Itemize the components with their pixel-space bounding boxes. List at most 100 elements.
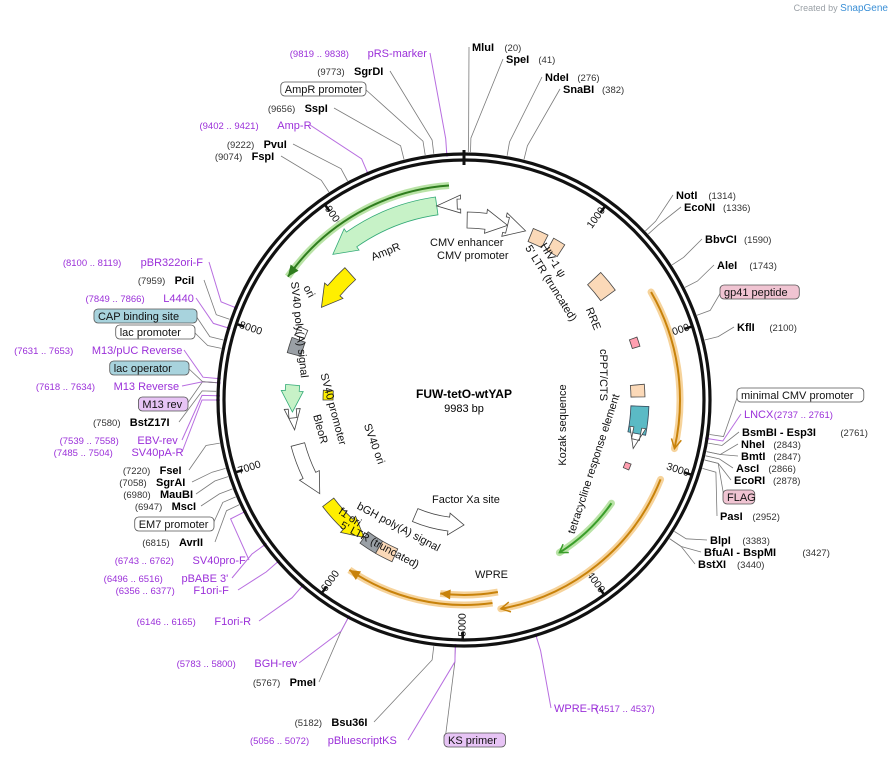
orf-arc-bottom-inner-head (440, 589, 451, 600)
site-position-pbabe-3: (6496 .. 6516) (104, 574, 163, 585)
leader-line-mlui (467, 46, 470, 153)
site-position-lncx: (2737 .. 2761) (774, 410, 833, 421)
plasmid-length: 9983 bp (444, 403, 484, 415)
orf-arc-upper-halo (647, 288, 684, 453)
rre-box (587, 271, 616, 302)
site-name-ecori: EcoRI (734, 475, 765, 487)
map-center: FUW-tetO-wtYAP 9983 bp (416, 387, 512, 415)
site-name-fsei: FseI (160, 465, 182, 477)
site-name-bsmbi-esp3i: BsmBI - Esp3I (742, 427, 816, 439)
sv40pa-box (286, 336, 306, 357)
site-name-kfli: KflI (737, 322, 755, 334)
site-name-blpi: BlpI (710, 535, 731, 547)
em7-arrow (283, 408, 301, 431)
leader-line-fspi (280, 155, 330, 193)
cppt-box (629, 383, 646, 398)
site-name-m13-puc-reverse: M13/pUC Reverse (92, 345, 182, 357)
site-name-pvui: PvuI (264, 139, 287, 151)
leader-line-lac-promoter (193, 331, 222, 349)
site-position-wpre-r: (4517 .. 4537) (596, 704, 655, 715)
site-name-sgrdi: SgrDI (354, 66, 383, 78)
leader-line-pasi (702, 468, 718, 517)
sv40-promoter-arrow (290, 442, 321, 495)
leader-line-sgrdi (389, 70, 435, 154)
site-position-prs-marker: (9819 .. 9838) (290, 49, 349, 60)
site-position-bstxi: (3440) (737, 560, 764, 571)
credit-brand: SnapGene (840, 3, 888, 14)
leader-line-bgh-rev (298, 616, 349, 664)
site-position-f1ori-r: (6146 .. 6165) (137, 617, 196, 628)
scale-tick-mark (598, 587, 606, 596)
feature-label-cmv-enhancer: CMV enhancer (430, 237, 504, 249)
site-position-pbr322ori-f: (8100 .. 8119) (63, 258, 121, 269)
leader-line-sv40pro-f (229, 511, 250, 561)
site-name-m13-reverse: M13 Reverse (114, 381, 179, 393)
site-position-blpi: (3383) (742, 536, 769, 547)
site-position-kfli: (2100) (769, 323, 796, 334)
leader-line-bsu36i (373, 646, 435, 723)
site-position-ecori: (2878) (773, 476, 800, 487)
site-position-m13-puc-reverse: (7631 .. 7653) (14, 346, 73, 357)
site-position-bstz17i: (7580) (93, 418, 120, 429)
leader-line-bbvci (671, 238, 703, 266)
site-labels: MluI(20)SpeI(41)NdeI(276)SnaBI(382)NotI(… (14, 42, 868, 748)
cmv-enhancer-arrow (466, 208, 509, 234)
leader-line-flag (704, 459, 725, 498)
scale-tick-label: 5000 (457, 613, 469, 637)
scale-tick-label: 3000 (665, 461, 691, 480)
site-name-noti: NotI (676, 190, 697, 202)
site-position-bfuai-bspmi: (3427) (802, 548, 829, 559)
cmv-promoter-arrow (501, 212, 527, 237)
feature-badge-ks-primer (443, 732, 506, 748)
sv40-ori-box (322, 389, 334, 401)
leader-line-fsei (188, 442, 220, 471)
site-name-cap-binding-site: CAP binding site (98, 311, 179, 323)
orf-arc-upper (650, 291, 681, 449)
site-name-minimal-cmv-promoter: minimal CMV promoter (741, 390, 854, 402)
leader-line-bfuai-bspmi (669, 538, 702, 553)
lac-box (294, 325, 309, 340)
site-name-econi: EcoNI (684, 202, 715, 214)
leader-line-blpi (674, 531, 708, 541)
leader-line-pbluescriptks (407, 645, 456, 741)
site-position-sv40pa-r: (7485 .. 7504) (54, 448, 113, 459)
site-position-mlui: (20) (504, 43, 521, 54)
leader-line-m13-puc-reverse (183, 349, 219, 380)
feature-label-tetracycline-response-element: tetracycline response element (566, 393, 623, 536)
site-position-bbvci: (1590) (744, 235, 771, 246)
site-position-asci: (2866) (768, 464, 795, 475)
site-name-prs-marker: pRS-marker (368, 48, 428, 60)
orf-arc-bottom-head (349, 569, 361, 581)
site-name-bbvci: BbvCI (705, 234, 737, 246)
scale-tick-mark (323, 203, 331, 212)
scale-tick-label: 6000 (319, 568, 343, 594)
site-name-bstz17i: BstZ17I (130, 417, 170, 429)
backbone-ring (216, 150, 712, 648)
leader-line-pcii (203, 279, 230, 320)
leader-line-snabi (523, 88, 561, 160)
site-position-econi: (1336) (723, 203, 750, 214)
site-name-alei: AleI (717, 260, 737, 272)
site-name-ks-primer: KS primer (448, 735, 497, 747)
site-name-mlui: MluI (472, 42, 494, 54)
feature-label-ampr: AmpR (369, 241, 402, 264)
feature-label-kozak-sequence: Kozak sequence (557, 384, 569, 465)
leader-line-noti (645, 194, 674, 232)
site-position-pvui: (9222) (227, 140, 254, 151)
tre-arc-head (558, 543, 569, 554)
scale-tick-label: 7000 (236, 458, 262, 477)
site-position-sspi: (9656) (268, 104, 295, 115)
site-position-pbluescriptks: (5056 .. 5072) (250, 736, 309, 747)
site-position-snabi: (382) (602, 85, 624, 96)
site-name-pbluescriptks: pBluescriptKS (328, 735, 397, 747)
site-name-f1ori-r: F1ori-R (214, 616, 251, 628)
site-position-bsu36i: (5182) (295, 718, 322, 729)
site-position-noti: (1314) (708, 191, 735, 202)
site-name-ampr-promoter: AmpR promoter (285, 84, 363, 96)
site-name-bfuai-bspmi: BfuAI - BspMI (704, 547, 776, 559)
site-name-maubi: MauBI (160, 489, 193, 501)
site-name-l4440: L4440 (163, 293, 194, 305)
site-position-m13-reverse: (7618 .. 7634) (36, 382, 95, 393)
site-position-sv40pro-f: (6743 .. 6762) (115, 556, 174, 567)
flag-box (622, 461, 632, 471)
